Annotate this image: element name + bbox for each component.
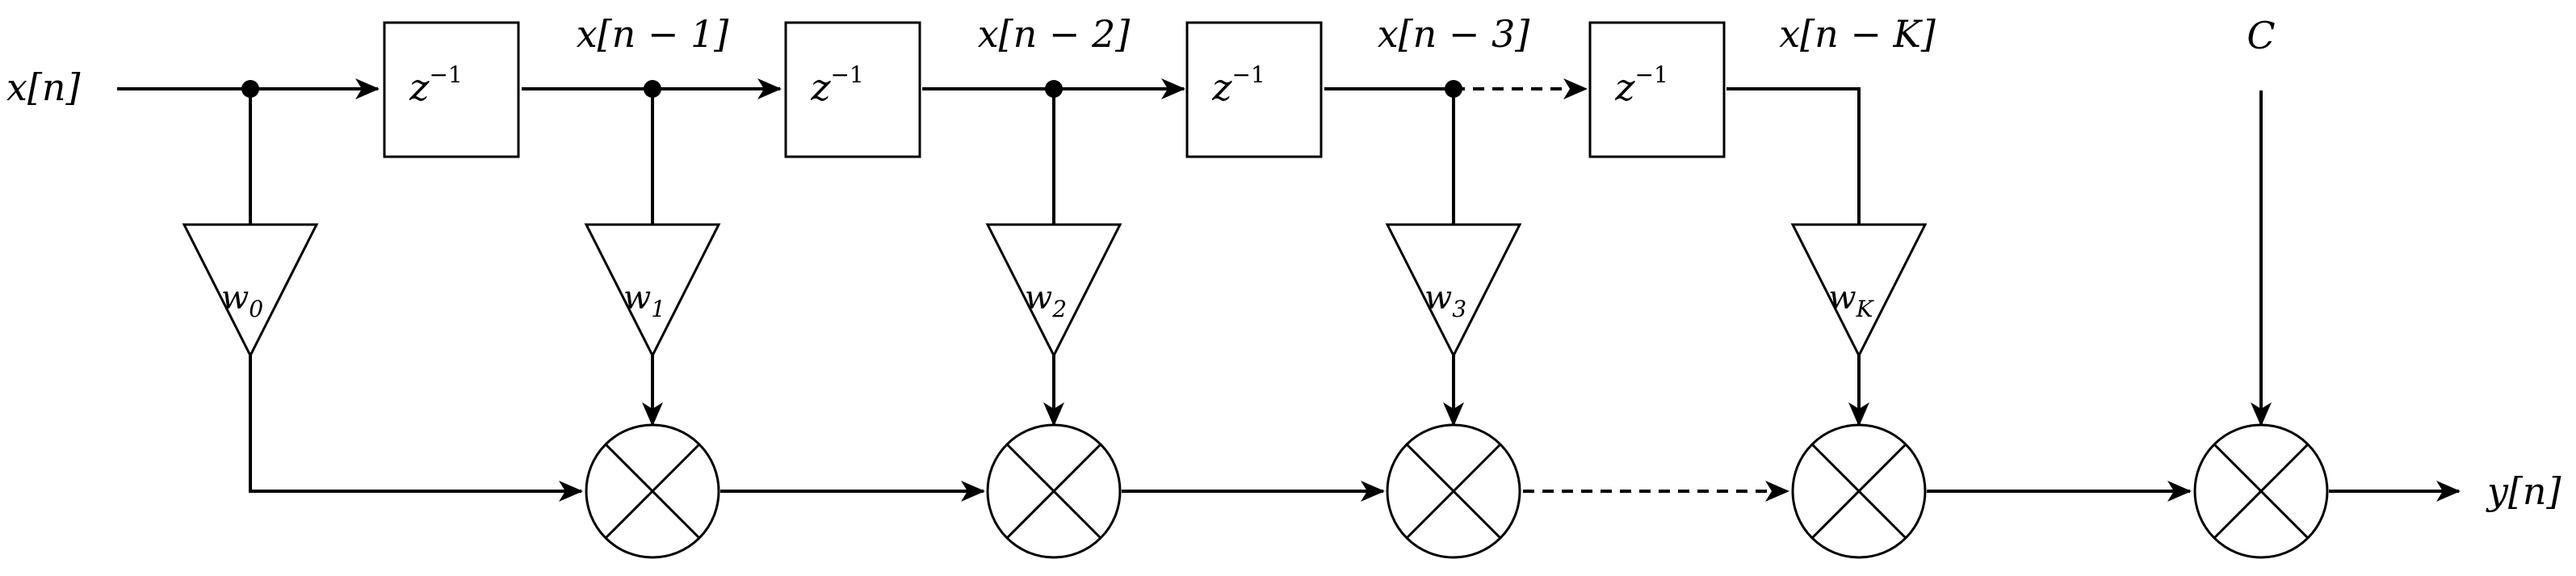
multiplier-3 bbox=[1386, 423, 1521, 559]
svg-text:z−1: z−1 bbox=[409, 61, 463, 109]
delay-block-3: z−1 bbox=[1185, 21, 1323, 158]
input-label: x[n] bbox=[6, 65, 81, 109]
weight-w3: w3 bbox=[1385, 223, 1522, 359]
tap-label-1: x[n − 1] bbox=[577, 12, 729, 56]
svg-text:z−1: z−1 bbox=[810, 61, 864, 109]
weight-w0: w0 bbox=[182, 223, 319, 359]
svg-text:wK: wK bbox=[1828, 280, 1874, 322]
weight-w1: w1 bbox=[584, 223, 721, 359]
svg-text:z−1: z−1 bbox=[1614, 61, 1668, 109]
delay-block-2: z−1 bbox=[784, 21, 921, 158]
weight-wk: wK bbox=[1790, 223, 1928, 359]
svg-text:w0: w0 bbox=[221, 280, 263, 322]
multiplier-2 bbox=[986, 423, 1122, 559]
svg-text:w3: w3 bbox=[1424, 280, 1466, 322]
multiplier-1 bbox=[585, 423, 720, 559]
tap-label-3: x[n − 3] bbox=[1378, 12, 1530, 56]
multiplier-k bbox=[1791, 423, 1927, 559]
weight-w2: w2 bbox=[985, 223, 1122, 359]
svg-text:w2: w2 bbox=[1025, 280, 1067, 322]
svg-text:z−1: z−1 bbox=[1211, 61, 1265, 109]
delay-block-k: z−1 bbox=[1588, 21, 1726, 158]
multiplier-c bbox=[2193, 423, 2329, 559]
tap-label-k: x[n − K] bbox=[1779, 12, 1936, 56]
tap-label-2: x[n − 2] bbox=[978, 12, 1131, 56]
svg-text:w1: w1 bbox=[623, 280, 665, 322]
output-label: y[n] bbox=[2486, 469, 2561, 513]
delay-block-1: z−1 bbox=[383, 21, 520, 158]
constant-label: C bbox=[2247, 14, 2275, 57]
